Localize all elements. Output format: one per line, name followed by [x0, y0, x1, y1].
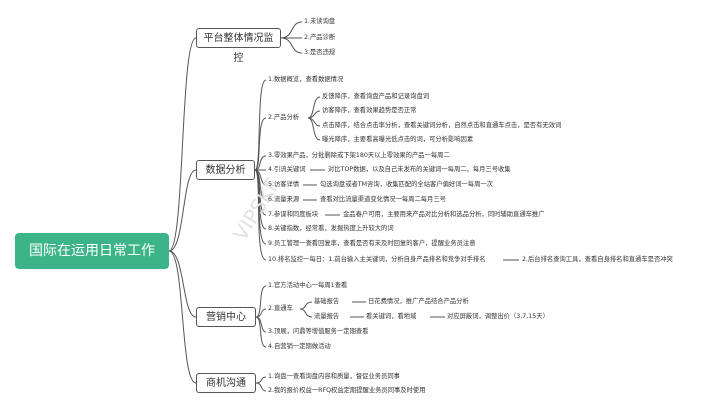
product-analysis-sub-2[interactable]: 访客降序，查看效果趋势是否正常	[322, 107, 417, 114]
data-item-10[interactable]: 10.排名监控一每日：1.前台输入主关键词，分析自身产品排名和竞争对手排名	[268, 256, 486, 263]
data-item-2[interactable]: 2.产品分析	[268, 114, 300, 121]
branch-data-analysis[interactable]: 数据分析	[196, 160, 255, 180]
data-item-10-detail[interactable]: 2.后台排名查询工具，查看自身排名和直通车是否冲突	[522, 256, 673, 263]
branch-marketing-center[interactable]: 营销中心	[196, 307, 256, 327]
product-analysis-sub-1[interactable]: 反馈降序，查看询盘产品和记录询盘词	[322, 93, 430, 100]
data-item-6[interactable]: 6.流量来源	[268, 196, 300, 203]
platform-item-violation[interactable]: 3.是否违规	[304, 49, 336, 56]
branch-business-communication[interactable]: 商机沟通	[196, 373, 256, 393]
marketing-item-3[interactable]: 3.顶展，问鼎等增值服务一定期查看	[268, 328, 369, 335]
product-analysis-sub-3[interactable]: 点击降序，结合点击率分析，查看关键词分析，自然点击和直通车点击，是否有无效词	[322, 122, 562, 129]
marketing-item-4[interactable]: 4.自营销一定期做活动	[268, 343, 331, 350]
direct-train-basic-report-detail[interactable]: 日花费情况，推广产品结合产品分析	[368, 298, 469, 305]
data-item-4-detail[interactable]: 对比TOP数据，以及自己未发布的关键词一每周二，每月三号收集	[328, 166, 511, 173]
data-item-9[interactable]: 9.员工管理一查看回复率，查看是否有未及时回复的客户，提醒业务员注意	[268, 240, 476, 247]
data-item-3[interactable]: 3.零效果产品，分批删除或下架180天以上零效果的产品一每周二	[268, 152, 450, 159]
direct-train-basic-report[interactable]: 基础报告	[314, 298, 340, 305]
direct-train-traffic-report[interactable]: 流量报告	[314, 313, 340, 320]
branch-platform-monitor[interactable]: 平台整体情况监控	[196, 28, 281, 64]
root-topic[interactable]: 国际在运用日常工作	[15, 233, 169, 269]
commerce-item-2[interactable]: 2.我的报价权益一RFQ权益定期提醒业务员同事及时使用	[268, 387, 426, 394]
marketing-item-1[interactable]: 1.官方活动中心一每周1查看	[268, 282, 348, 289]
data-item-5[interactable]: 5.访客详情	[268, 181, 300, 188]
data-item-4[interactable]: 4.引流关键词	[268, 166, 306, 173]
platform-item-unread[interactable]: 1.未读询盘	[304, 18, 336, 25]
marketing-item-2[interactable]: 2.直通车	[268, 305, 293, 312]
platform-item-diagnosis[interactable]: 2.产品诊断	[304, 34, 336, 41]
data-item-8[interactable]: 8.关键指数，经常看，发掘热度上升较大的词	[268, 225, 394, 232]
data-item-1[interactable]: 1.数据概览，查看数据情况	[268, 76, 344, 83]
data-item-7[interactable]: 7.参谋和同度板块	[268, 211, 319, 218]
data-item-6-detail[interactable]: 查看对比流量渠道变化情况一每周二每月三号	[320, 196, 446, 203]
data-item-5-detail[interactable]: 勾选询盘或者TM咨询，收集匹配的全站客户偏好词一每周一次	[320, 181, 493, 188]
commerce-item-1[interactable]: 1.询盘一查看询盘内容和质量，督促业务员同事	[268, 373, 400, 380]
product-analysis-sub-4[interactable]: 曝光降序，主要看高曝光低点击的词，可分析影响因素	[322, 136, 474, 143]
data-item-7-detail[interactable]: 金品春户可用，主要用来产品对比分析和选品分析，同时辅助直通车推广	[343, 211, 545, 218]
direct-train-traffic-report-detail[interactable]: 看关键词，看地域	[366, 313, 417, 320]
direct-train-traffic-report-action[interactable]: 对应屏蔽词，调整出价（3,7,15天）	[447, 313, 549, 320]
